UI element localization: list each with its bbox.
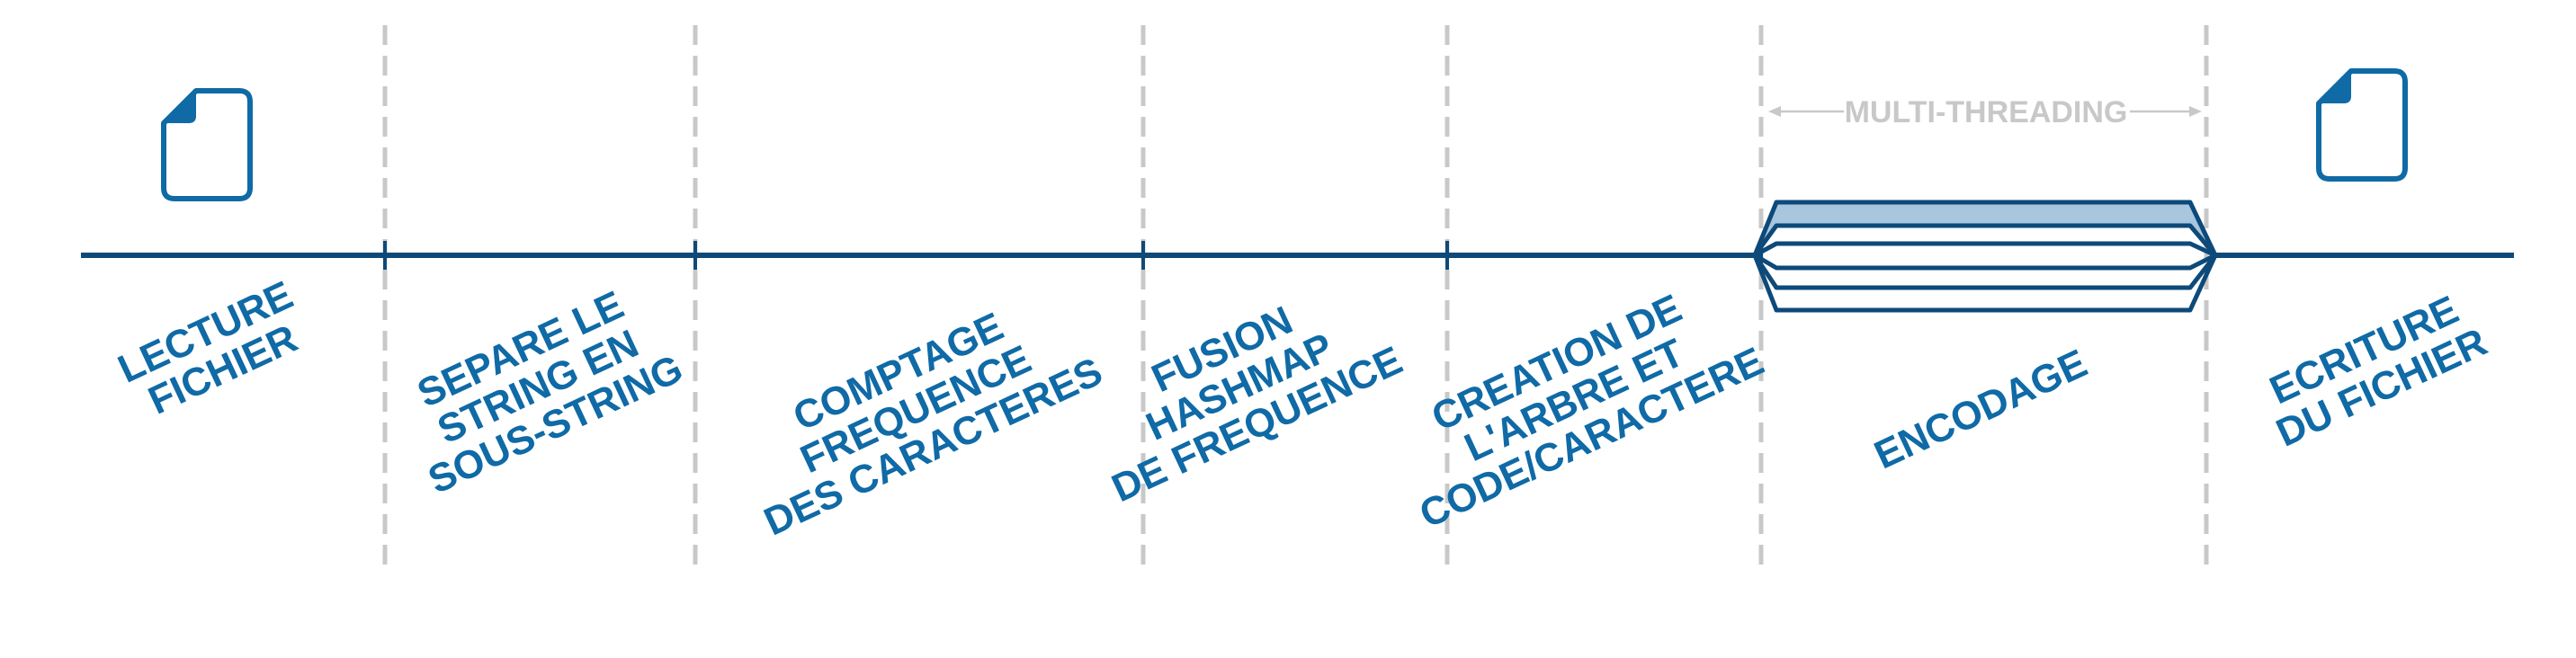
input-file-icon [161, 88, 253, 201]
thread-line [1752, 253, 2217, 290]
output-file-icon-body [2316, 68, 2408, 182]
output-file-icon [2316, 68, 2408, 182]
thread-line [1752, 253, 2218, 313]
stage-label-line: ENCODAGE [1868, 342, 2094, 478]
input-file-icon-body [161, 88, 253, 201]
encoding-thread-bundle [1752, 200, 2218, 313]
thread-line [1752, 223, 2217, 257]
multithreading-annotation: MULTI-THREADING [1768, 95, 2202, 129]
stage-label-encodage: ENCODAGE [1868, 342, 2094, 478]
thread-line [1753, 241, 2217, 258]
multithreading-arrowhead-right [2189, 106, 2202, 117]
multithreading-label: MULTI-THREADING [1845, 95, 2128, 129]
multithreading-arrowhead-left [1768, 106, 1781, 117]
thread-bundle-fill [1755, 202, 2215, 255]
thread-lines [1752, 200, 2218, 313]
thread-line [1752, 200, 2218, 257]
output-file-icon-corner [2319, 71, 2351, 103]
thread-line [1753, 253, 2217, 271]
input-file-icon-corner [164, 91, 196, 123]
